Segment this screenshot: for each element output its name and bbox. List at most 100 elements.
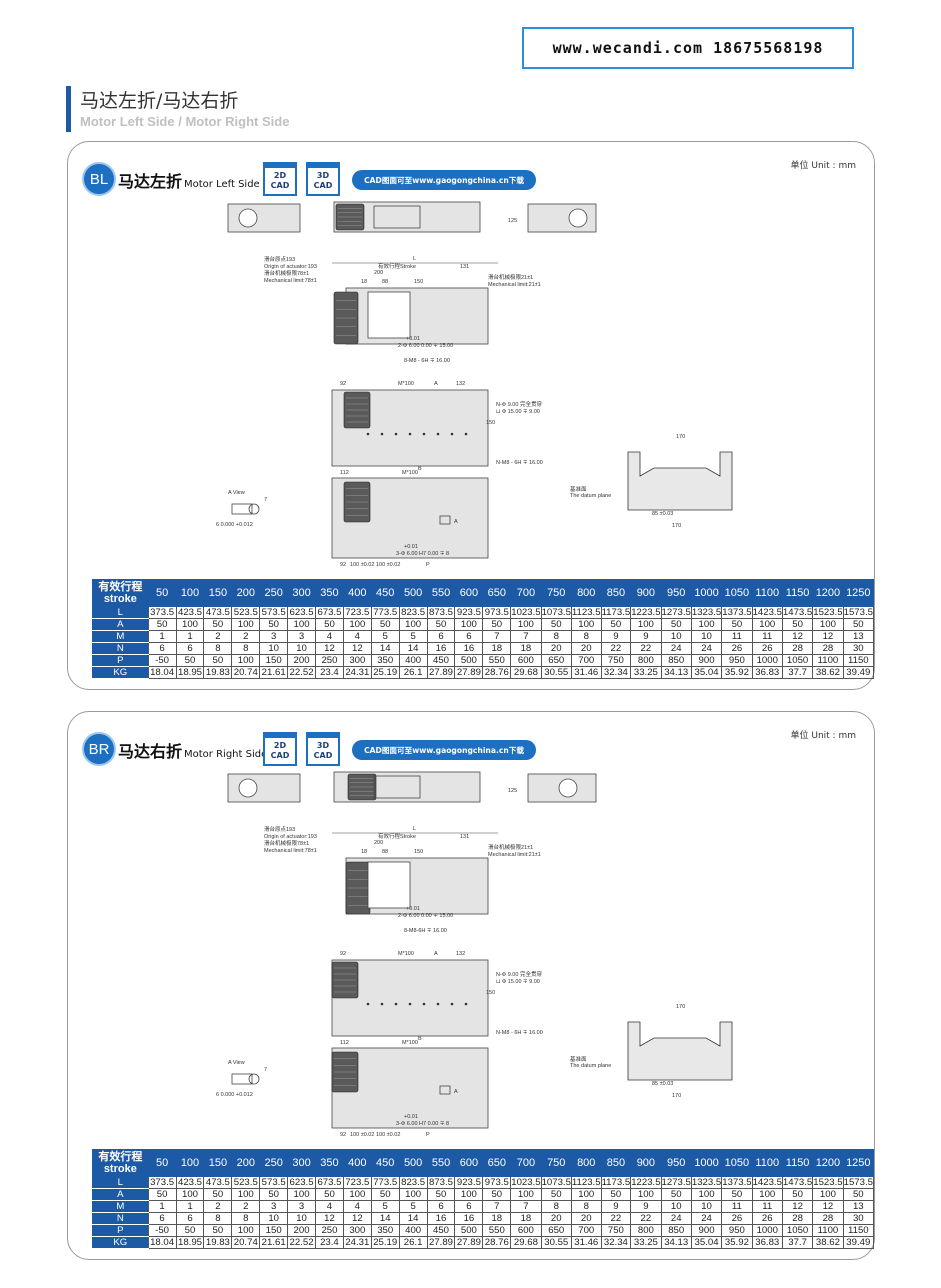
table-cell: 50 (315, 1188, 344, 1201)
mount-hole (408, 432, 412, 436)
stroke-header-cell: 1150 (781, 579, 814, 607)
table-cell: 100 (342, 1188, 372, 1201)
table-cell: 923.5 (454, 1176, 484, 1189)
table-cell: 750 (600, 654, 632, 667)
table-cell: 973.5 (482, 1176, 512, 1189)
table-cell: 473.5 (203, 606, 233, 619)
dim-131: 131 (460, 834, 469, 840)
table-cell: 100 (175, 618, 205, 631)
table-cell: 1100 (812, 1224, 844, 1237)
table-cell: 28.76 (482, 666, 512, 679)
mech-limit-en: Mechanical limit:78±1 (264, 278, 317, 284)
table-cell: 350 (370, 1224, 400, 1237)
table-cell: 33.25 (630, 666, 662, 679)
table-cell: 400 (398, 1224, 428, 1237)
table-cell: 850 (660, 1224, 692, 1237)
table-cell: 7 (510, 630, 542, 643)
stroke-header-cell: 750 (540, 579, 572, 607)
row-label: KG (92, 666, 149, 679)
table-cell: 35.04 (690, 666, 723, 679)
stroke-header-cell: 1000 (690, 579, 723, 607)
table-cell: 550 (482, 654, 512, 667)
mount-hole (450, 1002, 454, 1006)
dim-88: 88 (382, 849, 388, 855)
stroke-header-cell: 850 (600, 579, 632, 607)
table-cell: 18.04 (147, 666, 177, 679)
table-cell: 16 (426, 642, 456, 655)
stroke-label: 有效行程Stroke (378, 262, 416, 270)
a-view-label: A View (228, 490, 245, 496)
datum-cn: 基准面 (570, 485, 587, 493)
table-cell: 14 (370, 642, 400, 655)
table-cell: 523.5 (231, 1176, 261, 1189)
table-cell: 423.5 (175, 606, 205, 619)
table-cell: 37.7 (781, 666, 814, 679)
table-cell: 400 (398, 654, 428, 667)
table-cell: 35.92 (721, 1236, 753, 1249)
table-cell: 50 (721, 618, 753, 631)
stroke-header-cell: 1200 (812, 1149, 844, 1177)
table-cell: 24.31 (342, 1236, 372, 1249)
dim-88: 88 (382, 279, 388, 285)
table-cell: 30.55 (540, 666, 572, 679)
mount-hole (422, 1002, 426, 1006)
table-cell: 450 (426, 1224, 456, 1237)
table-cell: 11 (721, 630, 753, 643)
stroke-header-cell: 800 (570, 1149, 602, 1177)
stroke-header-cell: 550 (426, 1149, 456, 1177)
table-cell: 8 (570, 630, 602, 643)
table-cell: 8 (231, 1212, 261, 1225)
table-cell: 13 (842, 1200, 875, 1213)
stroke-header-cell: 700 (510, 579, 542, 607)
profile-section (627, 1021, 733, 1081)
n-hole-label: N-Φ 9.00 完全贯穿 (496, 970, 542, 978)
table-cell: 2 (203, 1200, 233, 1213)
contact-banner: www.wecandi.com 18675568198 (522, 27, 854, 69)
table-cell: 1273.5 (660, 606, 692, 619)
stroke-header-cell: 500 (398, 579, 428, 607)
table-cell: 8 (540, 1200, 572, 1213)
dim-A: A (434, 951, 438, 957)
table-cell: 9 (630, 630, 662, 643)
table-cell: 50 (482, 618, 512, 631)
table-cell: 12 (315, 642, 344, 655)
hole-label: 2-Φ 6.00 0.00 ∓ 15.00 (398, 343, 453, 349)
cad-download-link[interactable]: CAD图面可至www.gaogongchina.cn下载 (352, 740, 536, 760)
table-cell: 3 (259, 1200, 289, 1213)
table-cell: 50 (540, 1188, 572, 1201)
table-cell: 50 (147, 618, 177, 631)
pin-circle (248, 503, 260, 515)
section-B2: B (418, 466, 422, 472)
pitch-label: 100 ±0.02 100 ±0.02 (350, 1132, 400, 1138)
cad-download-link[interactable]: CAD图面可至www.gaogongchina.cn下载 (352, 170, 536, 190)
table-cell: 623.5 (287, 1176, 316, 1189)
table-cell: 30.55 (540, 1236, 572, 1249)
table-cell: 573.5 (259, 1176, 289, 1189)
table-cell: 773.5 (370, 1176, 400, 1189)
dim-P: P (426, 1132, 430, 1138)
table-cell: 100 (231, 1224, 261, 1237)
table-cell: 623.5 (287, 606, 316, 619)
stroke-header-cell: 400 (342, 1149, 372, 1177)
mech-limit-en: Mechanical limit:78±1 (264, 848, 317, 854)
stroke-header-cell: 1050 (721, 1149, 753, 1177)
table-cell: 20.74 (231, 1236, 261, 1249)
table-cell: 1273.5 (660, 1176, 692, 1189)
table-cell: 6 (147, 642, 177, 655)
table-cell: 24 (690, 642, 723, 655)
stroke-header-cell: 300 (287, 1149, 316, 1177)
stroke-label: 有效行程Stroke (378, 832, 416, 840)
table-cell: 1523.5 (812, 606, 844, 619)
dim-85: 85 ±0.03 (652, 511, 673, 517)
table-cell: 2 (231, 630, 261, 643)
table-cell: 700 (570, 1224, 602, 1237)
table-cell: 4 (315, 630, 344, 643)
stroke-header-cell: 900 (630, 579, 662, 607)
table-cell: 1023.5 (510, 1176, 542, 1189)
end-flange-circle (568, 208, 588, 228)
